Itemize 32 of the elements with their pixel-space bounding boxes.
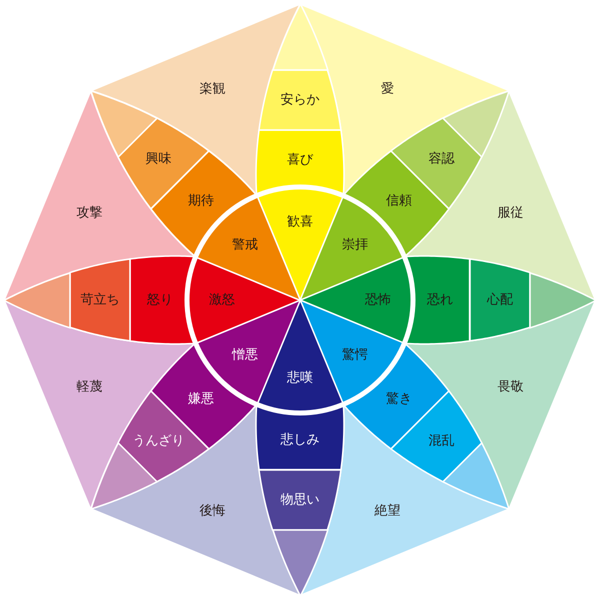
- emotion-label: 苛立ち: [80, 292, 120, 308]
- emotion-label: 信頼: [386, 193, 412, 208]
- emotion-label: 恐れ: [426, 292, 453, 308]
- emotion-label: 崇拝: [342, 237, 368, 252]
- emotion-label: 悲嘆: [286, 370, 313, 386]
- emotion-label: 愛: [380, 82, 394, 97]
- emotion-label: 物思い: [280, 492, 320, 508]
- emotion-label: 憎悪: [232, 348, 258, 363]
- emotion-label: 喜び: [286, 152, 313, 168]
- emotion-label: 怒り: [147, 292, 173, 308]
- emotion-label: 絶望: [374, 503, 400, 518]
- emotion-label: 後悔: [200, 503, 226, 518]
- emotion-label: 悲しみ: [280, 432, 320, 448]
- emotion-label: 安らか: [280, 92, 320, 108]
- emotion-label: 恐怖: [365, 292, 391, 308]
- emotion-label: 期待: [188, 193, 214, 208]
- emotion-label: うんざり: [132, 434, 185, 449]
- emotion-label: 心配: [487, 292, 513, 308]
- emotion-label: 激怒: [209, 292, 235, 308]
- emotion-label: 驚き: [386, 391, 412, 406]
- emotion-label: 混乱: [428, 434, 454, 449]
- emotion-label: 容認: [428, 151, 454, 166]
- emotion-label: 興味: [146, 151, 172, 166]
- emotion-label: 歓喜: [286, 214, 313, 230]
- emotion-label: 攻撃: [76, 205, 102, 220]
- emotion-label: 楽観: [200, 82, 226, 97]
- emotion-label: 軽蔑: [76, 380, 102, 395]
- emotion-label: 警戒: [232, 237, 258, 252]
- emotion-label: 畏敬: [498, 380, 524, 395]
- emotion-label: 驚愕: [342, 348, 368, 363]
- emotion-label: 服従: [498, 205, 524, 220]
- emotion-label: 嫌悪: [188, 391, 214, 406]
